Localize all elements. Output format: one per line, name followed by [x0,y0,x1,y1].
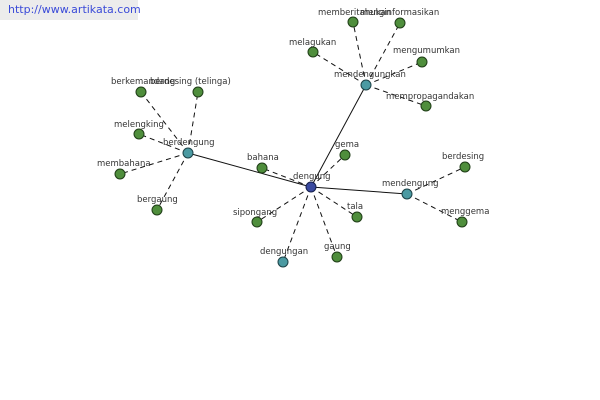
edge-dengung-gaung [310,186,338,258]
node-label-melengking: melengking [114,120,164,130]
node-label-menggema: menggema [441,207,489,217]
node-berdesing[interactable] [459,161,471,173]
node-label-mendengung: mendengung [382,179,438,189]
node-label-memberitahukan: memberitahukan [318,8,391,18]
node-membahana[interactable] [114,168,126,180]
node-label-berdengung: berdengung [163,138,215,148]
node-sipongang[interactable] [251,216,263,228]
watermark-url[interactable]: http://www.artikata.com [0,0,141,20]
edge-berdengung-bergaung [156,152,189,211]
node-melagukan[interactable] [307,46,319,58]
node-mendengung[interactable] [401,188,413,200]
node-gema[interactable] [339,149,351,161]
edge-mendengungkan-mempropagandakan [365,84,427,107]
edge-dengung-berdengung [187,152,312,188]
edge-mendengungkan-mengumumkan [365,61,423,86]
edge-mendengungkan-melagukan [312,51,367,86]
node-label-mempropagandakan: mempropagandakan [386,92,474,102]
edge-mendengung-berdesing [406,166,466,195]
edge-berdengung-membahana [119,152,189,175]
edge-dengung-gema [310,154,346,188]
node-label-bergaung: bergaung [137,195,178,205]
edge-dengung-dengungan [282,186,312,263]
edge-dengung-mendengung [310,186,408,195]
node-bahana[interactable] [256,162,268,174]
node-mendengungkan[interactable] [360,79,372,91]
edge-dengung-sipongang [256,186,312,223]
node-label-tala: tala [347,202,363,212]
node-label-sipongang: sipongang [233,208,277,218]
node-label-mengumumkan: mengumumkan [393,46,460,56]
edge-mendengungkan-menginformasikan [365,22,401,86]
node-label-mendengungkan: mendengungkan [334,70,406,80]
node-menggema[interactable] [456,216,468,228]
edge-dengung-mendengungkan [310,84,367,188]
node-berdesing-telinga[interactable] [192,86,204,98]
node-label-berdesing: berdesing [442,152,484,162]
node-label-gema: gema [335,140,359,150]
edge-mendengungkan-memberitahukan [352,21,367,86]
edge-berdengung-berkemandang [140,91,189,154]
graph-labels: dengung mendengungkan berdengung mendengung… [97,8,489,257]
edge-berdengung-berdesing-telinga [187,91,199,154]
node-gaung[interactable] [331,251,343,263]
node-menginformasikan[interactable] [394,17,406,29]
node-dengungan[interactable] [277,256,289,268]
node-memberitahukan[interactable] [347,16,359,28]
graph-edges [119,21,466,263]
node-berkemandang[interactable] [135,86,147,98]
node-label-bahana: bahana [247,153,279,163]
node-label-berkemandang: berkemandang [111,77,175,87]
edge-dengung-tala [310,186,358,218]
node-label-dengung: dengung [293,172,331,182]
node-dengung[interactable] [305,181,317,193]
node-bergaung[interactable] [151,204,163,216]
graph-nodes [114,16,471,268]
node-berdengung[interactable] [182,147,194,159]
node-label-gaung: gaung [324,242,351,252]
node-label-melagukan: melagukan [289,38,336,48]
node-label-menginformasikan: menginformasikan [360,8,439,18]
node-label-berdesing-telinga: berdesing (telinga) [150,77,231,87]
node-tala[interactable] [351,211,363,223]
node-label-dengungan: dengungan [260,247,308,257]
edge-mendengung-menggema [406,193,463,223]
node-label-membahana: membahana [97,159,151,169]
node-mengumumkan[interactable] [416,56,428,68]
node-melengking[interactable] [133,128,145,140]
node-mempropagandakan[interactable] [420,100,432,112]
